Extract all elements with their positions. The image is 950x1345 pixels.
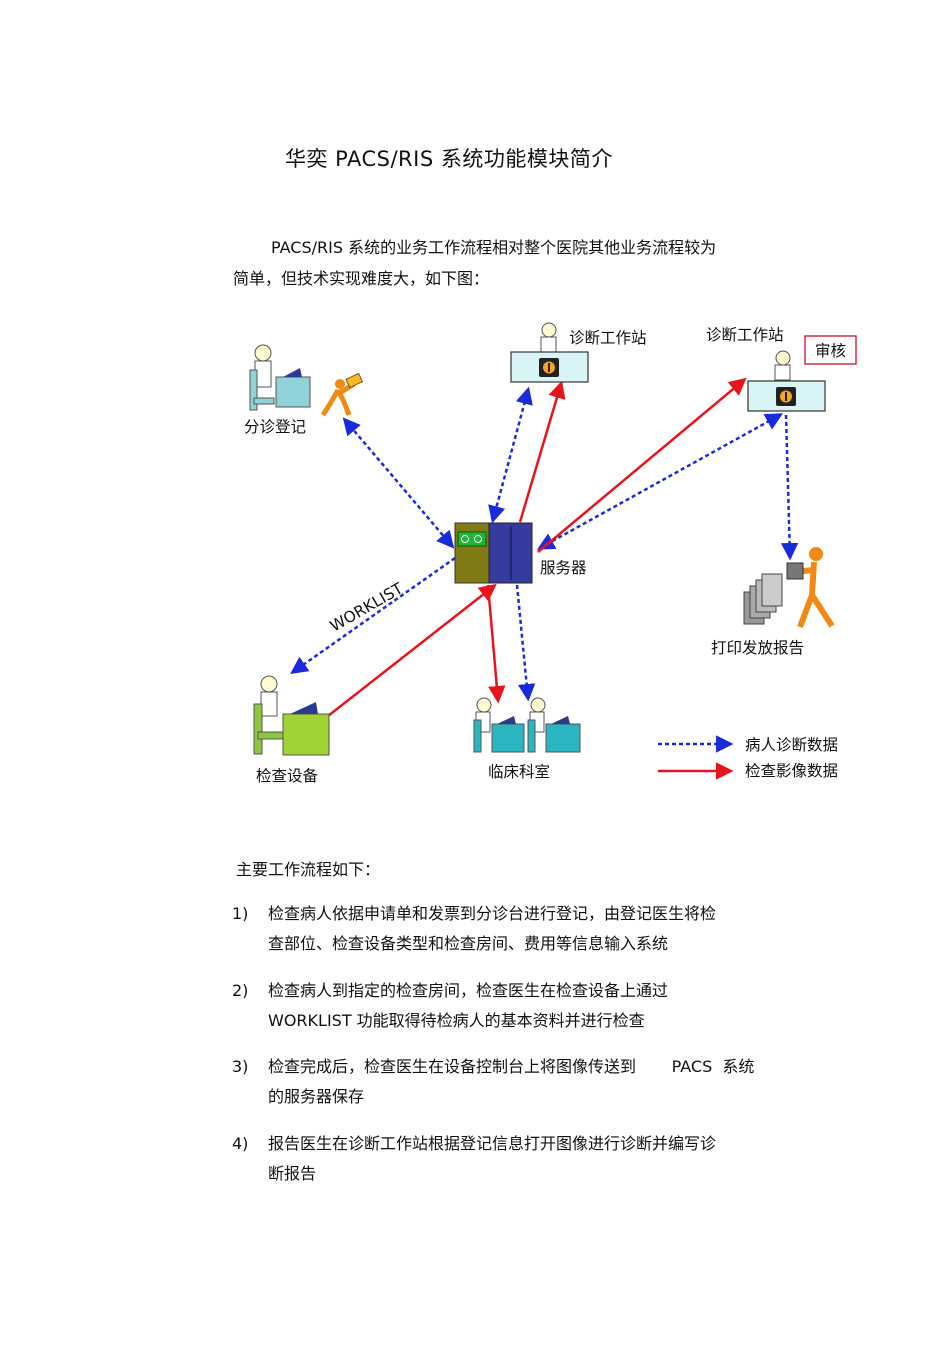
link-workstation2-print [780,414,799,561]
workstation1-label: 诊断工作站 [569,329,647,347]
clinical-label: 临床科室 [488,763,550,781]
server-icon [454,522,533,584]
step-line: 断报告 [268,1164,317,1183]
step-number: 3) [232,1057,249,1076]
exam-device-label: 检查设备 [256,767,319,785]
review-label: 审核 [815,342,846,360]
workstation2-icon [747,350,826,412]
triage-station-icon [249,344,311,411]
link-server-exam-worklist [290,556,456,675]
legend-patient-data: 病人诊断数据 [745,736,838,754]
walking-person-icon [320,372,364,417]
image-data-links [327,377,747,780]
link-server-workstation2 [537,377,747,553]
steps-heading: 主要工作流程如下： [236,860,381,879]
workstation1-icon [510,322,589,383]
step-number: 4) [232,1134,249,1153]
workstation2-label: 诊断工作站 [706,326,784,344]
step-line: WORKLIST 功能取得待检病人的基本资料并进行检查 [268,1011,645,1030]
link-exam-server [327,583,497,717]
link-workstation1-server [488,386,533,524]
clinical-station-icon-2 [527,697,581,753]
worklist-label: WORKLIST [327,579,407,635]
print-label: 打印发放报告 [711,639,804,657]
patient-data-links [290,386,799,753]
review-box [804,335,857,365]
triage-label: 分诊登记 [244,418,306,436]
intro-line-2: 简单，但技术实现难度大，如下图： [233,269,490,288]
print-report-icon [743,547,835,629]
link-server-clinical-blue [515,584,536,702]
page-title: 华奕 PACS/RIS 系统功能模块简介 [285,147,613,171]
step-number: 1) [232,904,249,923]
intro-line-1: PACS/RIS 系统的业务工作流程相对整个医院其他业务流程较为 [271,238,717,257]
step-line: 报告医生在诊断工作站根据登记信息打开图像进行诊断并编写诊 [268,1134,717,1153]
link-triage-server [342,417,455,549]
step-line: 检查完成后，检查医生在设备控制台上将图像传送到 PACS 系统 [268,1057,755,1076]
link-server-workstation1 [518,380,566,523]
legend-image-data: 检查影像数据 [745,762,838,780]
step-number: 2) [232,981,249,1000]
step-line: 检查病人依据申请单和发票到分诊台进行登记，由登记医生将检 [268,904,717,923]
link-server-clinical-red [486,584,506,704]
step-line: 的服务器保存 [268,1087,365,1106]
step-line: 检查病人到指定的检查房间，检查医生在检查设备上通过 [268,981,669,1000]
clinical-station-icon-1 [473,697,525,753]
exam-device-icon [253,675,330,756]
server-label: 服务器 [540,559,587,577]
workflow-diagram: 分诊登记 诊断工作站 诊断工作站 审核 服务器 [244,322,857,785]
link-workstation2-server [536,413,784,550]
step-line: 查部位、检查设备类型和检查房间、费用等信息输入系统 [268,934,669,953]
